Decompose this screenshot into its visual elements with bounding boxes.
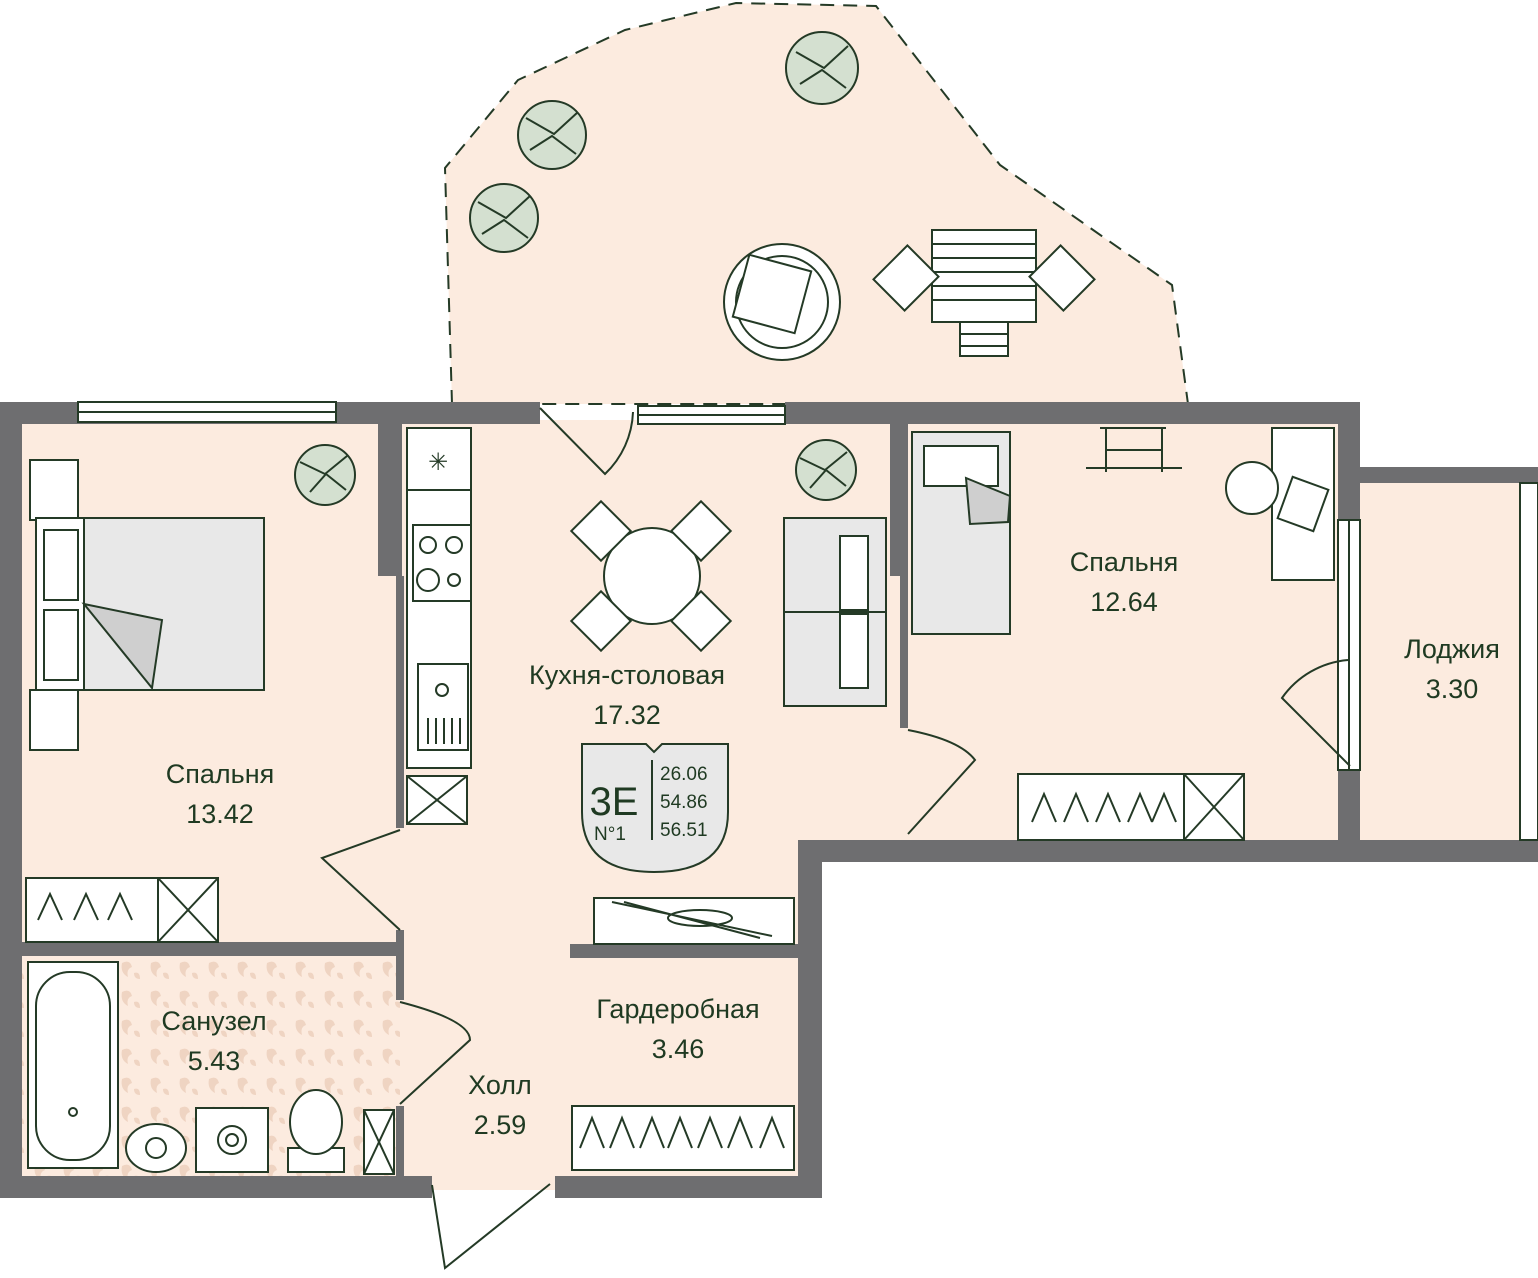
plant-icon: [469, 183, 539, 253]
stove-icon: [412, 524, 472, 602]
total-area: 54.86: [660, 792, 708, 813]
bed-right: [911, 431, 1012, 635]
wardrobe-right: [1017, 773, 1245, 841]
room-name-bathroom: Санузел: [161, 1006, 266, 1036]
doors: [320, 407, 1351, 1270]
kitchen-counter: ✳: [406, 427, 472, 825]
apartment-type: 3E: [590, 780, 639, 824]
living-area: 26.06: [660, 764, 708, 785]
bathroom-fixtures: [27, 961, 395, 1175]
room-area-bathroom: 5.43: [188, 1046, 241, 1076]
wardrobe-rail: [571, 1105, 795, 1171]
room-labels: Спальня 13.42 Кухня-столовая 17.32 Спаль…: [161, 547, 1499, 1140]
plant-icon: [517, 100, 587, 170]
room-name-wardrobe: Гардеробная: [596, 994, 759, 1024]
room-area-bedroom-right: 12.64: [1090, 587, 1158, 617]
room-area-bedroom-left: 13.42: [186, 799, 254, 829]
ironing-board: [593, 897, 795, 945]
bed-left: [29, 459, 265, 751]
room-name-kitchen: Кухня-столовая: [529, 660, 725, 690]
laptop-icon: [1276, 475, 1330, 533]
desk: [1225, 427, 1335, 581]
windows: [77, 401, 1538, 841]
total-with-balcony: 56.51: [660, 820, 708, 841]
plant-icon: [795, 439, 857, 501]
room-area-wardrobe: 3.46: [652, 1034, 705, 1064]
room-name-hall: Холл: [468, 1070, 532, 1100]
room-name-bedroom-left: Спальня: [166, 759, 275, 789]
terrace-chair: [723, 243, 841, 361]
room-name-loggia: Лоджия: [1404, 634, 1500, 664]
sofa: [783, 517, 887, 707]
room-area-hall: 2.59: [474, 1110, 527, 1140]
plant-icon: [294, 444, 356, 506]
dining-table: [569, 499, 733, 653]
washing-machine-icon: [195, 1107, 269, 1173]
wardrobe-left: [25, 877, 219, 943]
badge-text: 3E N°1 26.06 54.86 56.51: [590, 764, 708, 845]
room-area-loggia: 3.30: [1426, 674, 1479, 704]
room-name-bedroom-right: Спальня: [1070, 547, 1179, 577]
room-area-kitchen: 17.32: [593, 700, 661, 730]
chair-rack: [1086, 427, 1182, 472]
terrace-plants: [469, 31, 859, 253]
garden-table-icon: [872, 229, 1096, 357]
apartment-badge: [581, 743, 729, 874]
plant-icon: [785, 31, 859, 105]
svg-text:✳: ✳: [428, 448, 448, 476]
hanger-icon: [37, 891, 133, 921]
apartment-number: N°1: [594, 824, 626, 845]
